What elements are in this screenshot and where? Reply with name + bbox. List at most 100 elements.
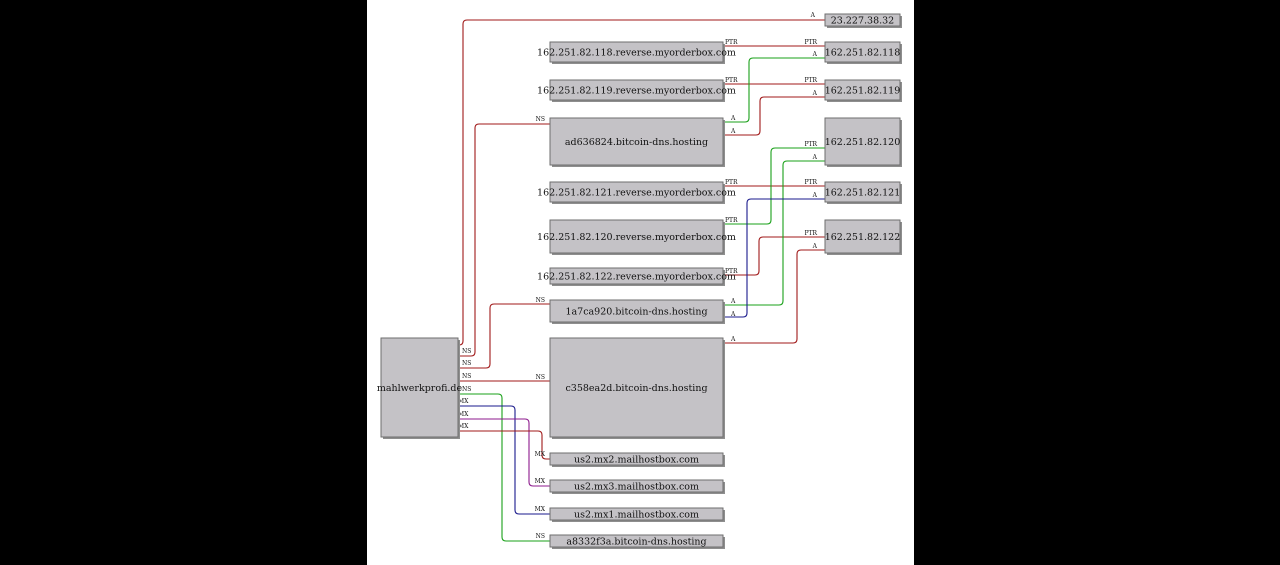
- node-box[interactable]: [549, 479, 724, 493]
- edge-label-end: A: [812, 51, 818, 58]
- edge-root-ns_a8: NS NS: [458, 386, 550, 542]
- node-rev119[interactable]: 162.251.82.119.reverse.myorderbox.com: [537, 79, 736, 102]
- node-label: 162.251.82.118: [825, 48, 901, 59]
- node-ip_23[interactable]: 23.227.38.32: [824, 13, 902, 28]
- node-mx2[interactable]: us2.mx2.mailhostbox.com: [549, 452, 725, 467]
- edge-ns_ad-ip119: AA: [723, 90, 825, 136]
- edge-label-end: NS: [462, 386, 471, 393]
- edge-line: [723, 198, 825, 318]
- node-box[interactable]: [824, 41, 901, 63]
- node-rev120[interactable]: 162.251.82.120.reverse.myorderbox.com: [537, 219, 736, 255]
- node-box[interactable]: [549, 337, 724, 438]
- edge-label: MX: [535, 478, 546, 485]
- edge-root-ip_23: A: [458, 12, 825, 346]
- node-label: 1a7ca920.bitcoin-dns.hosting: [565, 307, 707, 318]
- node-box[interactable]: [549, 117, 724, 166]
- edge-label-end: NS: [462, 360, 471, 367]
- node-ip119[interactable]: 162.251.82.119: [824, 79, 902, 102]
- node-box[interactable]: [549, 507, 724, 521]
- edge-line: [723, 236, 825, 276]
- edge-label: NS: [536, 116, 545, 123]
- edge-line: [723, 96, 825, 136]
- edge-ns_1a-ip120: AA: [723, 154, 825, 306]
- node-mx1[interactable]: us2.mx1.mailhostbox.com: [549, 507, 725, 522]
- edge-line: [458, 405, 550, 515]
- node-box[interactable]: [549, 534, 724, 548]
- edge-root-ns_1a: NS NS: [458, 297, 550, 369]
- node-rev121[interactable]: 162.251.82.121.reverse.myorderbox.com: [537, 181, 736, 204]
- node-box[interactable]: [549, 452, 724, 466]
- edge-label-end: PTR: [804, 141, 817, 148]
- edge-label: A: [730, 311, 736, 318]
- node-box[interactable]: [549, 219, 724, 254]
- node-label: 162.251.82.122: [825, 232, 901, 243]
- node-box[interactable]: [549, 299, 724, 323]
- node-rev122[interactable]: 162.251.82.122.reverse.myorderbox.com: [537, 267, 736, 286]
- node-label: ad636824.bitcoin-dns.hosting: [565, 137, 708, 148]
- edge-label-end: A: [812, 90, 818, 97]
- node-box[interactable]: [824, 13, 901, 27]
- edge-label: A: [730, 128, 736, 135]
- node-box[interactable]: [824, 181, 901, 203]
- node-box[interactable]: [549, 41, 724, 63]
- edge-label-end: PTR: [804, 179, 817, 186]
- edge-label: MX: [535, 451, 546, 458]
- node-ns_a8[interactable]: a8332f3a.bitcoin-dns.hosting: [549, 534, 725, 549]
- node-ip121[interactable]: 162.251.82.121: [824, 181, 902, 204]
- edge-label-end: NS: [462, 348, 471, 355]
- node-ns_1a[interactable]: 1a7ca920.bitcoin-dns.hosting: [549, 299, 725, 324]
- node-mx3[interactable]: us2.mx3.mailhostbox.com: [549, 479, 725, 494]
- edge-label-end: NS: [462, 373, 471, 380]
- edge-label: A: [730, 115, 736, 122]
- node-root[interactable]: mahlwerkprofi.de: [377, 337, 463, 439]
- node-box[interactable]: [824, 79, 901, 101]
- node-label: 162.251.82.119: [825, 86, 901, 97]
- node-label: a8332f3a.bitcoin-dns.hosting: [566, 537, 706, 548]
- node-box[interactable]: [549, 79, 724, 101]
- edge-label: A: [730, 336, 736, 343]
- edge-label-end: A: [812, 154, 818, 161]
- edge-label: NS: [536, 533, 545, 540]
- node-label: us2.mx1.mailhostbox.com: [574, 510, 699, 521]
- node-label: 162.251.82.119.reverse.myorderbox.com: [537, 86, 736, 97]
- edge-line: [458, 19, 825, 346]
- node-box[interactable]: [549, 181, 724, 203]
- edge-line: [458, 123, 550, 357]
- node-ns_c3[interactable]: c358ea2d.bitcoin-dns.hosting: [549, 337, 725, 439]
- node-ns_ad[interactable]: ad636824.bitcoin-dns.hosting: [549, 117, 725, 167]
- edge-ns_c3-ip122: AA: [723, 243, 825, 344]
- edge-line: [458, 303, 550, 369]
- node-box[interactable]: [824, 117, 901, 166]
- edge-label-end: PTR: [804, 230, 817, 237]
- edge-label-end: A: [812, 192, 818, 199]
- edge-label: PTR: [725, 77, 738, 84]
- edge-line: [458, 418, 550, 487]
- node-label: 162.251.82.120: [825, 137, 901, 148]
- edge-label: A: [810, 12, 816, 19]
- node-label: us2.mx2.mailhostbox.com: [574, 455, 699, 466]
- node-box[interactable]: [380, 337, 459, 438]
- node-label: 162.251.82.118.reverse.myorderbox.com: [537, 48, 736, 59]
- node-label: 162.251.82.121.reverse.myorderbox.com: [537, 188, 736, 199]
- node-label: us2.mx3.mailhostbox.com: [574, 482, 699, 493]
- edge-label-end: MX: [458, 411, 469, 418]
- node-label: 162.251.82.121: [825, 188, 901, 199]
- node-box[interactable]: [824, 219, 901, 254]
- node-ip120[interactable]: 162.251.82.120: [824, 117, 902, 167]
- node-ip118[interactable]: 162.251.82.118: [824, 41, 902, 64]
- node-box[interactable]: [549, 267, 724, 285]
- edge-line: [458, 430, 550, 460]
- node-ip122[interactable]: 162.251.82.122: [824, 219, 902, 255]
- edge-ns_ad-ip118: AA: [723, 51, 825, 123]
- node-rev118[interactable]: 162.251.82.118.reverse.myorderbox.com: [537, 41, 736, 64]
- edge-line: [723, 57, 825, 123]
- edge-line: [458, 393, 550, 542]
- node-label: 23.227.38.32: [831, 16, 894, 27]
- node-label: 162.251.82.122.reverse.myorderbox.com: [537, 272, 736, 283]
